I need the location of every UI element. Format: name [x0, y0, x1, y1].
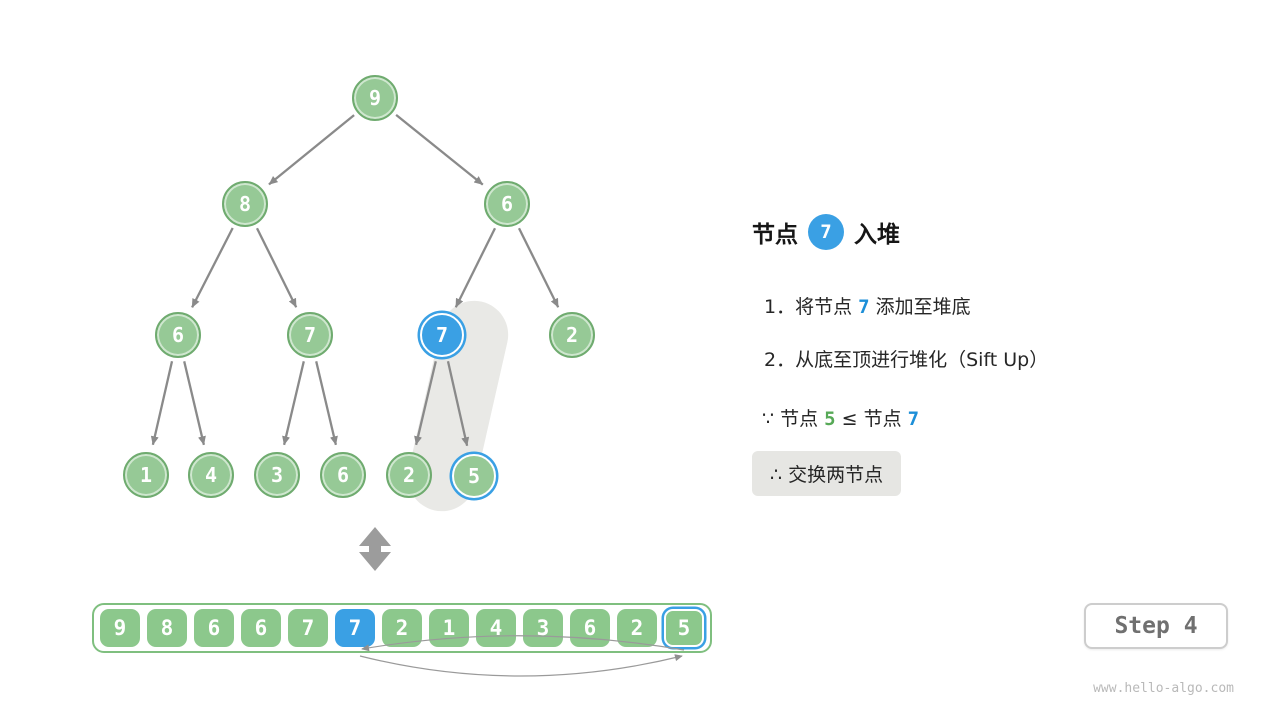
- array-cell: 6: [194, 609, 234, 647]
- step-1-post: 添加至堆底: [869, 296, 971, 318]
- step-1-text: 1．将节点 7 添加至堆底: [764, 292, 971, 319]
- tree-node: 1: [123, 452, 169, 498]
- array-cell: 1: [429, 609, 469, 647]
- tree-node: 9: [352, 75, 398, 121]
- tree-node-swap-5: 5: [452, 454, 496, 498]
- tree-node: 2: [549, 312, 595, 358]
- tree-node: 6: [320, 452, 366, 498]
- title-suffix: 入堆: [854, 222, 900, 248]
- step-2-text: 2．从底至顶进行堆化（Sift Up）: [764, 349, 1049, 371]
- array-cell: 7: [288, 609, 328, 647]
- tree-node: 6: [155, 312, 201, 358]
- tree-array-sync-icon: [359, 527, 391, 571]
- tree-node: 6: [484, 181, 530, 227]
- array-cell-inserted-7: 7: [335, 609, 375, 647]
- watermark: www.hello-algo.com: [1093, 681, 1234, 696]
- tree-node: 4: [188, 452, 234, 498]
- array-container: 9 8 6 6 7 7 2 1 4 3 6 2 5: [92, 603, 712, 653]
- node-7-badge: 7: [808, 214, 844, 250]
- step-1-num: 7: [858, 296, 870, 318]
- title-prefix: 节点: [752, 222, 798, 248]
- array-cell: 4: [476, 609, 516, 647]
- step-badge: Step 4: [1084, 603, 1228, 649]
- because-text: ∵ 节点 5 ≤ 节点 7: [762, 404, 919, 431]
- step-1-pre: 1．将节点: [764, 296, 859, 318]
- because-pre: ∵ 节点: [762, 408, 825, 430]
- tree-node: 2: [386, 452, 432, 498]
- array-cell: 6: [570, 609, 610, 647]
- because-node-7: 7: [907, 408, 920, 430]
- array-cell: 2: [382, 609, 422, 647]
- array-cell: 8: [147, 609, 187, 647]
- because-node-5: 5: [824, 408, 836, 430]
- array-cell: 2: [617, 609, 657, 647]
- array-cell: 3: [523, 609, 563, 647]
- therefore-box: ∴ 交换两节点: [752, 451, 902, 496]
- tree-node: 3: [254, 452, 300, 498]
- tree-node-inserted-7: 7: [420, 313, 464, 357]
- array-cell: 9: [100, 609, 140, 647]
- panel-title: 节点 7 入堆: [752, 214, 900, 250]
- tree-node: 7: [287, 312, 333, 358]
- tree-node: 8: [222, 181, 268, 227]
- because-mid: ≤ 节点: [835, 408, 908, 430]
- array-cell: 6: [241, 609, 281, 647]
- array-cell-swap-5: 5: [664, 609, 704, 647]
